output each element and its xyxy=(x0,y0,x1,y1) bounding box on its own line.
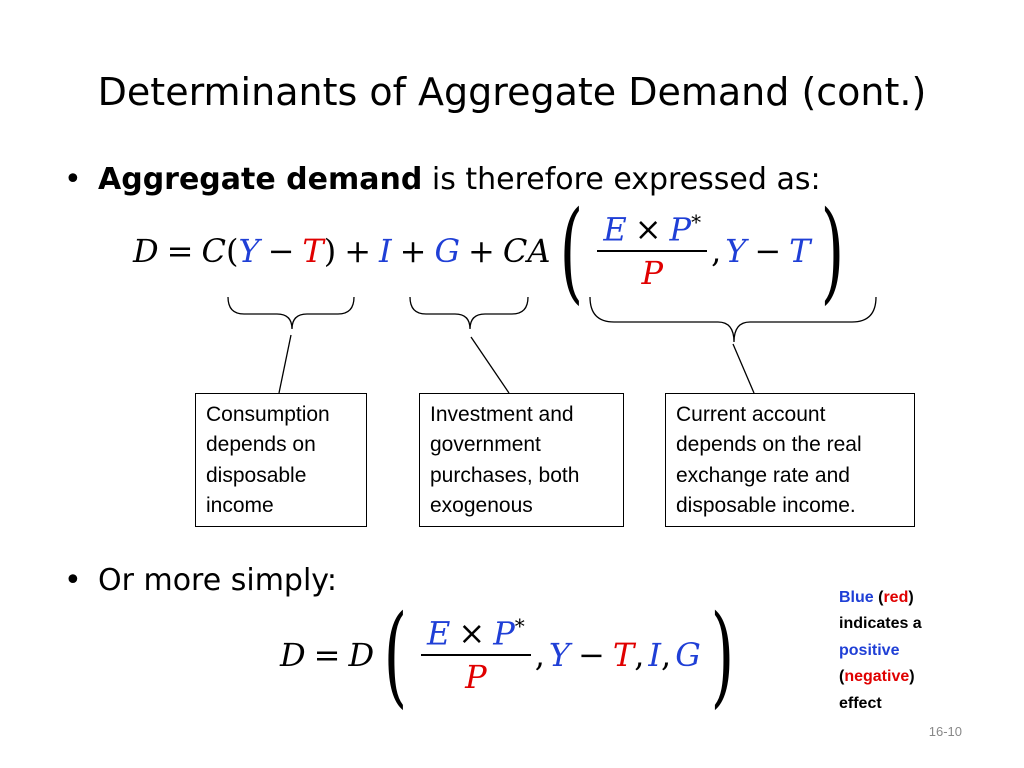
eq2-fraction: E×P* P xyxy=(421,614,531,697)
box-line: disposable income. xyxy=(676,494,856,518)
eq2-big-lparen: ( xyxy=(383,591,408,719)
eq1-C: C xyxy=(201,232,226,270)
eq1-lparen: ( xyxy=(225,232,239,270)
bullet-marker: • xyxy=(64,563,82,598)
bullet-marker: • xyxy=(64,162,82,197)
eq2-Y: Y xyxy=(548,636,571,674)
legend-positive: positive xyxy=(839,641,900,659)
bullet-aggregate-demand: • Aggregate demand is therefore expressed… xyxy=(64,162,821,197)
eq1-fraction-numerator: E×P* xyxy=(597,209,708,253)
box-line: income xyxy=(206,494,274,518)
color-legend: Blue (red) indicates a positive (negativ… xyxy=(839,585,989,717)
legend-blue: Blue xyxy=(839,589,874,606)
box-line: government xyxy=(430,433,541,457)
eq1-plus-1: + xyxy=(344,232,372,270)
legend-lparen-2: ( xyxy=(839,668,845,686)
eq2-fraction-denominator: P xyxy=(465,658,487,697)
bullet-or-more-simply: • Or more simply: xyxy=(64,563,337,598)
eq2-big-rparen: ) xyxy=(710,591,735,719)
eq1-plus-2: + xyxy=(399,232,427,270)
eq2-minus: − xyxy=(578,636,605,674)
box-investment: Investment and government purchases, bot… xyxy=(419,393,624,527)
equation-simplified: D = D ( E×P* P , Y − T , I , G ) xyxy=(280,600,744,710)
legend-line-1: Blue (red) xyxy=(839,585,989,611)
eq2-E: E xyxy=(427,614,451,653)
eq1-big-rparen: ) xyxy=(820,187,844,315)
eq1-P-star: P xyxy=(669,210,692,249)
eq2-comma-2: , xyxy=(634,636,645,674)
slide-title: Determinants of Aggregate Demand (cont.) xyxy=(97,70,927,114)
eq1-E: E xyxy=(603,210,627,249)
connector-investment xyxy=(470,336,510,394)
eq2-G: G xyxy=(675,636,701,674)
bullet-text: Or more simply: xyxy=(98,563,337,598)
eq1-fraction: E×P* P xyxy=(597,209,708,293)
eq2-T: T xyxy=(612,636,635,674)
eq1-fraction-denominator: P xyxy=(641,254,663,293)
box-line: Consumption xyxy=(206,403,330,426)
eq1-equals: = xyxy=(166,232,194,270)
box-line: depends on xyxy=(206,433,316,457)
eq1-G: G xyxy=(434,232,461,270)
eq2-comma-1: , xyxy=(534,636,545,674)
eq1-rparen: ) xyxy=(323,232,337,270)
box-line: Current account xyxy=(676,403,826,426)
connector-current-account xyxy=(732,343,755,394)
eq2-fraction-numerator: E×P* xyxy=(421,614,531,657)
eq1-Y: Y xyxy=(238,232,260,270)
eq2-star: * xyxy=(514,613,525,638)
eq1-star: * xyxy=(691,209,702,234)
legend-negative: negative xyxy=(844,668,910,686)
eq2-P-star: P xyxy=(493,614,515,653)
eq1-D: D xyxy=(133,232,159,270)
box-line: exogenous xyxy=(430,494,533,518)
box-current-account: Current account depends on the real exch… xyxy=(665,393,915,527)
eq1-CA: CA xyxy=(502,232,551,270)
eq1-Y2: Y xyxy=(725,232,747,270)
eq1-big-lparen: ( xyxy=(560,187,584,315)
eq1-plus-3: + xyxy=(468,232,495,270)
eq2-I: I xyxy=(648,636,662,674)
legend-red: red xyxy=(883,589,909,606)
legend-lparen: ( xyxy=(873,589,884,606)
eq1-comma: , xyxy=(711,232,722,270)
legend-rparen: ) xyxy=(908,589,914,606)
bold-term: Aggregate demand xyxy=(98,162,423,197)
box-line: disposable xyxy=(206,463,307,487)
eq1-minus: − xyxy=(267,232,295,270)
bullet-text: is therefore expressed as: xyxy=(422,162,821,197)
eq1-minus-2: − xyxy=(754,232,782,270)
eq2-D2: D xyxy=(348,636,375,674)
box-line: purchases, both xyxy=(430,463,580,487)
box-line: Investment and xyxy=(430,403,574,426)
legend-rparen-2: ) xyxy=(909,668,915,686)
box-line: depends on the real xyxy=(676,433,862,457)
brace-current-account xyxy=(589,296,877,343)
legend-line-2: indicates a xyxy=(839,615,922,633)
equation-aggregate-demand: D = C ( Y − T ) + I + G + CA ( E×P* P , … xyxy=(133,196,853,306)
brace-consumption xyxy=(227,296,355,330)
legend-line-4: (negative) xyxy=(839,664,989,690)
eq2-D: D xyxy=(280,636,306,674)
eq1-I: I xyxy=(379,232,392,270)
eq2-comma-3: , xyxy=(661,636,672,674)
legend-line-5: effect xyxy=(839,694,882,712)
eq2-times: × xyxy=(458,614,486,653)
box-consumption: Consumption depends on disposable income xyxy=(195,393,367,527)
box-line: exchange rate and xyxy=(676,463,850,487)
eq1-times: × xyxy=(634,210,662,249)
connector-consumption xyxy=(278,334,292,394)
eq1-T: T xyxy=(302,232,324,270)
eq2-equals: = xyxy=(313,636,341,674)
brace-investment xyxy=(409,296,529,330)
eq1-T2: T xyxy=(789,232,811,270)
slide-number: 16-10 xyxy=(928,724,962,739)
